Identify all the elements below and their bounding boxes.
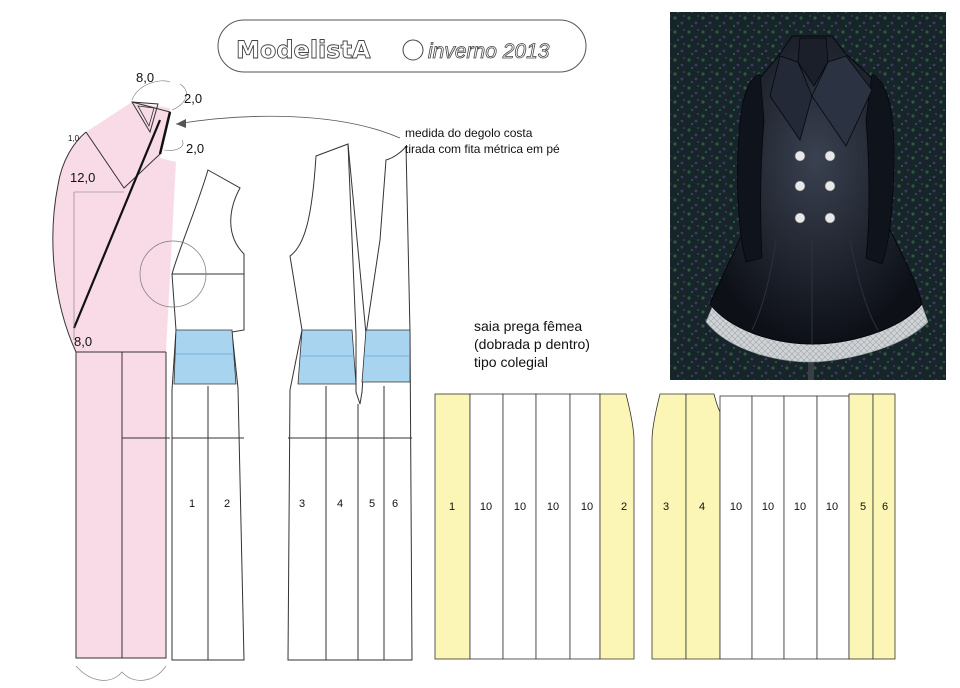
collar-stand [158,111,172,155]
skirt-left-label-1: 1 [449,501,455,513]
coat-sleeve-left [737,73,765,263]
skirt-right-label-5: 5 [860,501,866,513]
logo-circle [402,39,424,61]
skirt-left-label-4: 10 [547,501,559,513]
coat-skirt-folds [751,239,879,344]
annotation-arrow [175,115,401,139]
back-seam-left [347,143,367,335]
skirt-right-label-6: 6 [882,501,888,513]
neck-measure-annotation: medida do degolo costa tirada com fita m… [175,115,560,156]
front-outline [52,131,166,659]
stand-dim-arc [163,139,184,151]
logo-season: inverno 2013 [428,40,550,63]
skirt-right-group [651,393,896,660]
coat-lapel-right [811,55,873,147]
collar-piece-inner [137,105,155,128]
coat-button [794,150,806,162]
skirt-right-label-10b: 10 [762,501,774,513]
arrow-head-icon [176,119,186,128]
back-waist-blue-left [297,329,357,385]
skirt-left-label-5: 10 [581,501,593,513]
skirt-right-strip-b [751,395,785,660]
skirt-right-label-10c: 10 [794,501,806,513]
button-extension [121,352,167,659]
annotation-line1: medida do degolo costa [405,126,533,140]
coat-button [794,212,806,224]
measure-hem: 8,0 [74,334,92,349]
skirt-right-pleat-5 [848,393,874,660]
measure-collar-bottom: 2,0 [186,141,204,156]
measure-collar-top: 2,0 [184,91,202,106]
collar-piece [131,101,159,134]
coat-button [824,212,836,224]
coat-photo [670,12,946,380]
back-panels [287,143,413,661]
mannequin-stand [808,352,814,380]
hem-curve [75,665,167,681]
skirt-left-pleat-1 [434,393,471,660]
skirt-right-strip-c [783,395,818,660]
coat-button [824,180,836,192]
skirt-right-label-4: 4 [699,501,705,513]
skirt-right-label-10a: 10 [730,501,742,513]
coat-button [824,150,836,162]
skirt-left-label-6: 2 [621,501,627,513]
skirt-left-pleat-2 [599,393,635,660]
side-front-panel [139,169,245,661]
logo: ModelistA inverno 2013 [217,19,587,73]
skirt-left-label-2: 10 [480,501,492,513]
front-panel [52,80,187,681]
skirt-right-pleat-6 [872,393,896,660]
skirt-right-pleat-3 [651,393,687,660]
skirt-right-pleat-4 [685,393,721,660]
coat-collar [797,37,829,87]
skirt-right-label-3: 3 [663,501,669,513]
bodice-panel-2: 2 [224,498,230,510]
skirt-right-label-10d: 10 [826,501,838,513]
waist-band-front [173,329,237,385]
front-facing-fill [53,102,177,658]
back-side-outline [287,143,413,661]
measure-front-width: 12,0 [70,170,95,185]
skirt-left-strip-d [569,393,601,660]
measure-shoulder: 8,0 [136,70,154,85]
skirt-left-strip-c [535,393,571,660]
coat-lapel-left [769,55,813,141]
skirt-left-label-3: 10 [514,501,526,513]
bodice-panel-3: 3 [299,498,305,510]
skirt-note-line1: saia prega fêmea [474,318,582,334]
skirt-note-line3: tipo colegial [474,354,548,370]
skirt-right-strip-d [816,395,850,660]
skirt-left-strip-b [502,393,537,660]
coat-button [794,180,806,192]
skirt-left-strip-a [469,393,504,660]
skirt-right-strip-a [719,395,753,660]
annotation-line2: tirada com fita métrica em pé [405,142,560,156]
bodice-panel-6: 6 [392,498,398,510]
measure-small: 1,0 [68,134,80,143]
bodice-panel-5: 5 [369,498,375,510]
skirt-note-line2: (dobrada p dentro) [474,336,590,352]
coat-sleeve-right [865,73,895,265]
bodice-panel-4: 4 [337,498,343,510]
bust-circle [139,240,207,308]
skirt-left-group [434,393,635,660]
collar-dim-arc [171,83,187,111]
bodice-panel-1: 1 [189,498,195,510]
shoulder-dim-arc [131,80,171,101]
roll-line [72,119,162,329]
logo-brand: ModelistA [236,36,371,64]
